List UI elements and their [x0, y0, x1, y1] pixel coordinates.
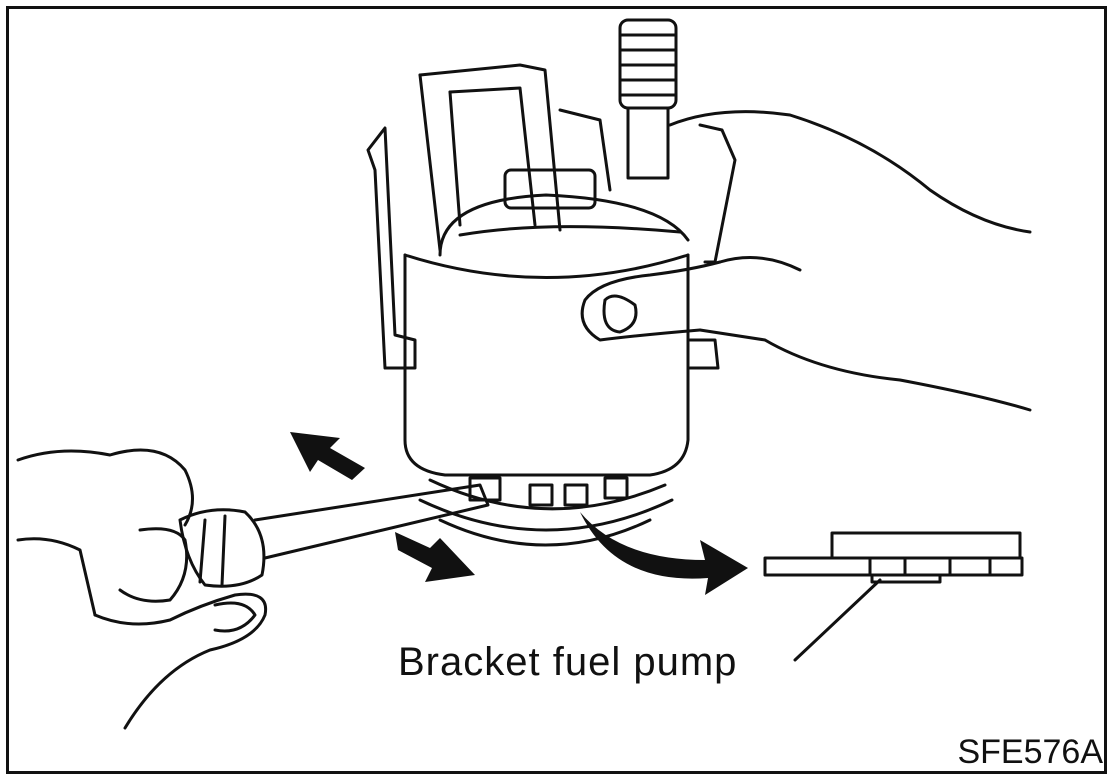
fuel-hose	[618, 18, 678, 180]
bracket-label: Bracket fuel pump	[398, 640, 738, 684]
arrow-up-left-icon	[290, 432, 365, 480]
figure-code: SFE576A	[957, 733, 1103, 771]
right-hand	[580, 110, 1032, 412]
pump-clip-right	[688, 123, 737, 370]
screwdriver-icon	[118, 483, 490, 603]
left-hand	[16, 448, 268, 730]
fuel-pump-body	[403, 63, 690, 477]
arrow-down-right-icon	[395, 532, 475, 582]
pump-clip-left	[366, 126, 417, 370]
leader-line	[793, 578, 882, 662]
figure-frame	[6, 6, 1107, 774]
arrow-curved-right-icon	[580, 512, 748, 595]
bracket-fuel-pump	[763, 531, 1024, 584]
